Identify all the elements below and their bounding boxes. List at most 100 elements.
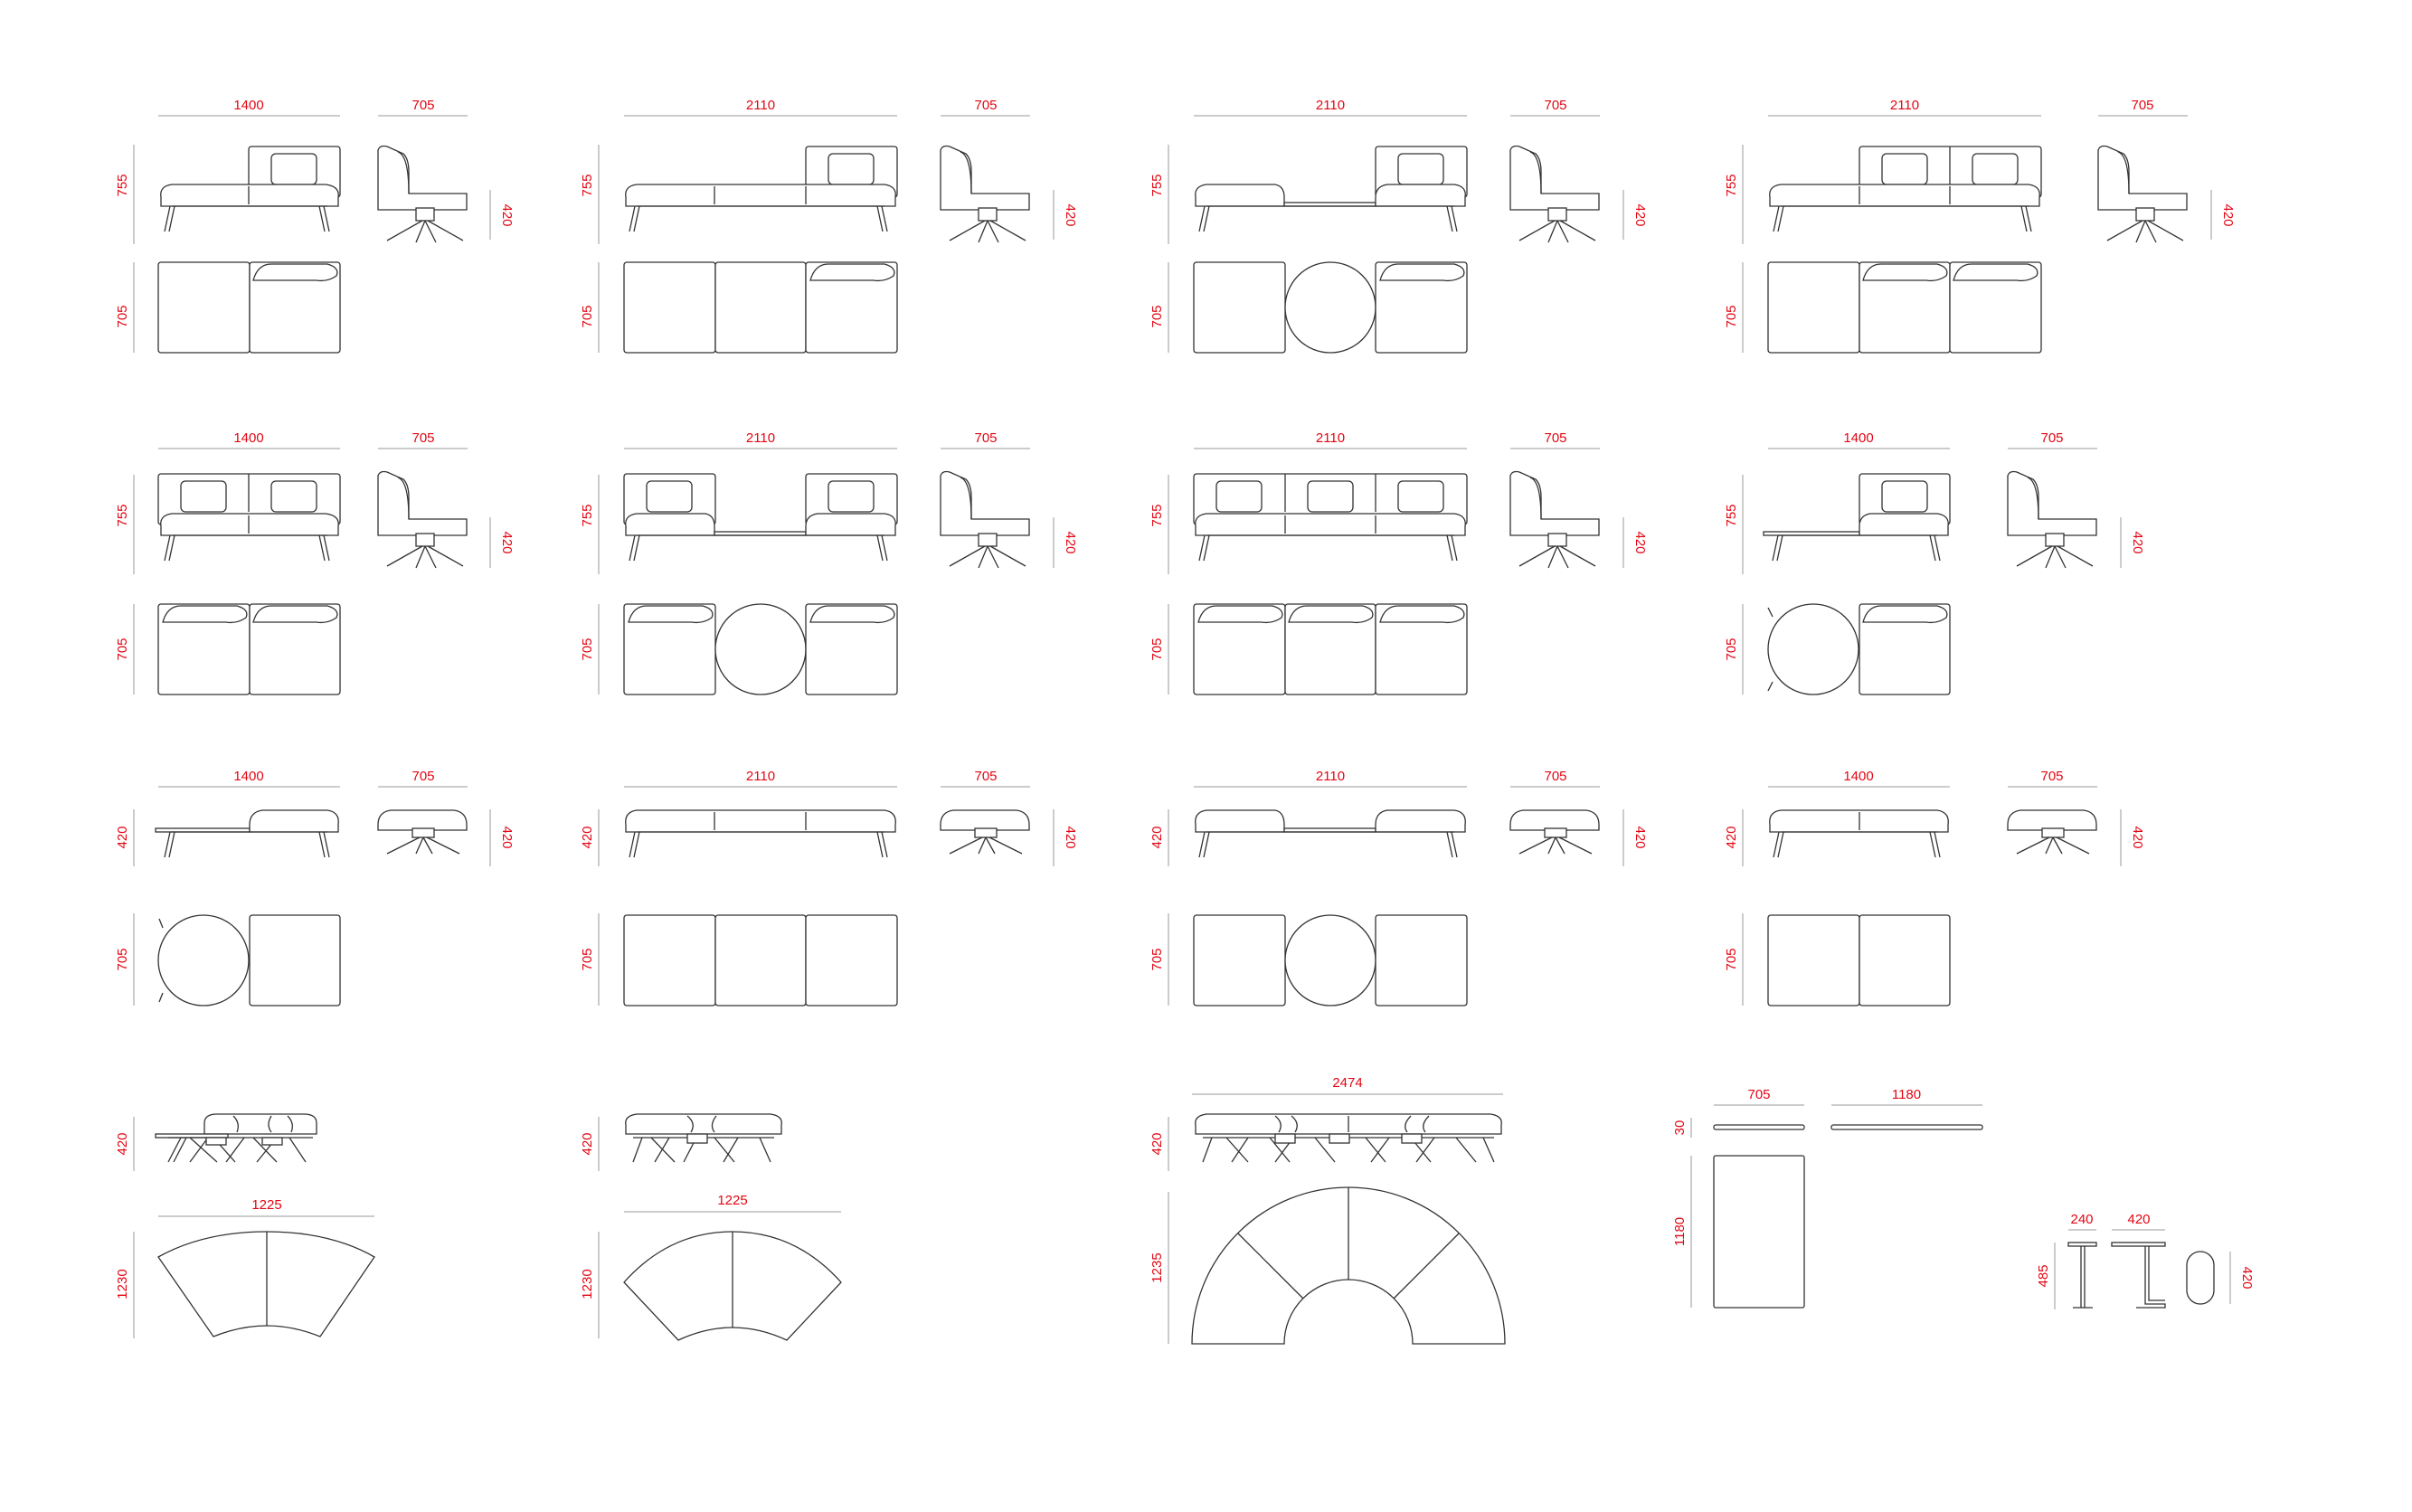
dim-depth: 705 <box>1544 430 1566 446</box>
dim-depth: 1235 <box>1149 1252 1165 1282</box>
dim-width: 2110 <box>746 769 775 784</box>
dim-height: 420 <box>115 826 130 848</box>
dim-side-table-depth: 420 <box>2239 1266 2255 1289</box>
sofa-2110-table-two-backs: 2110 755 705 <box>580 430 898 695</box>
sofa-side-view: 705 420 <box>377 430 515 569</box>
dim-seat-height: 420 <box>1632 531 1648 553</box>
bench-2110-table: 2110 420 705 <box>1149 769 1468 1006</box>
curved-bench-1: 420 1225 1230 <box>115 1113 375 1338</box>
dim-height: 755 <box>115 174 130 196</box>
dim-side-table-width: 240 <box>2070 1212 2093 1227</box>
dim-depth: 705 <box>411 769 434 784</box>
dim-height: 420 <box>580 826 595 848</box>
sofa-2110-one-back: 2110 755 705 <box>580 98 898 354</box>
dim-depth: 705 <box>2040 769 2063 784</box>
dim-height: 420 <box>1149 1132 1165 1155</box>
dim-depth: 705 <box>1544 98 1566 113</box>
dim-height: 755 <box>580 174 595 196</box>
dim-seat-height: 420 <box>1063 531 1078 553</box>
dim-height: 755 <box>115 504 130 526</box>
curved-bench-2: 420 1225 1230 <box>580 1113 842 1341</box>
dim-depth: 705 <box>1724 948 1739 970</box>
dim-depth: 705 <box>974 98 997 113</box>
sofa-side-view: 705 420 <box>2007 430 2145 569</box>
dim-depth: 705 <box>1544 769 1566 784</box>
sofa-2110-table: 2110 755 705 <box>1149 98 1468 354</box>
dim-seat-height: 420 <box>1063 203 1078 226</box>
sofa-2110-three-backs: 2110 755 705 <box>1149 430 1468 695</box>
dim-seat-height: 420 <box>1632 826 1648 848</box>
dim-width: 2110 <box>1316 769 1345 784</box>
dim-height: 755 <box>1149 174 1165 196</box>
dim-width: 2110 <box>746 430 775 446</box>
dim-width: 1400 <box>1843 430 1873 446</box>
cushion <box>270 153 317 185</box>
bench-side-view: 705 420 <box>2007 769 2145 866</box>
sofa-side-view: 705 420 <box>2097 98 2236 243</box>
dim-depth: 705 <box>1149 638 1165 660</box>
dim-height: 755 <box>1724 174 1739 196</box>
backrest-top <box>252 263 338 282</box>
sofa-side-view: 705 420 <box>377 98 515 243</box>
dim-depth: 705 <box>1724 305 1739 327</box>
sofa-1400-one-back: 1400 755 705 <box>115 98 341 354</box>
coffee-table: 705 1180 30 1180 <box>1672 1087 1983 1309</box>
sofa-side-view: 705 420 <box>1509 98 1648 243</box>
sofa-2110-two-backs: 2110 755 705 <box>1724 98 2042 354</box>
dim-depth: 705 <box>1724 638 1739 660</box>
dim-table-width: 705 <box>1747 1087 1770 1102</box>
dim-table-length: 1180 <box>1892 1087 1921 1102</box>
dim-depth: 705 <box>2040 430 2063 446</box>
dim-width: 2110 <box>1890 98 1919 113</box>
bench-1400-table: 1400 420 705 <box>115 769 341 1006</box>
dim-seat-height: 420 <box>1632 203 1648 226</box>
dim-table-thickness: 30 <box>1672 1120 1688 1136</box>
bench-1400: 1400 420 705 <box>1724 769 1951 1006</box>
sofa-side-view: 705 420 <box>1509 430 1648 569</box>
dim-width: 2474 <box>1332 1075 1362 1091</box>
dim-width: 1400 <box>233 98 263 113</box>
bench-side-view: 705 420 <box>940 769 1078 866</box>
dim-depth: 705 <box>1149 305 1165 327</box>
side-tables: 240 420 485 420 <box>2036 1212 2255 1309</box>
dim-depth: 705 <box>2131 98 2153 113</box>
sofa-side-view: 705 420 <box>940 430 1078 569</box>
bench-side-view: 705 420 <box>1509 769 1648 866</box>
dim-height: 755 <box>1724 504 1739 526</box>
dim-width: 2110 <box>1316 430 1345 446</box>
dim-height: 420 <box>580 1132 595 1155</box>
dim-height: 755 <box>580 504 595 526</box>
row-3: 1400 420 705 705 420 2110 420 705 <box>115 769 2145 1006</box>
dim-seat-height: 420 <box>1063 826 1078 848</box>
dim-width: 2110 <box>746 98 775 113</box>
dim-width: 1400 <box>233 769 263 784</box>
dim-depth: 705 <box>411 98 434 113</box>
dim-seat-height: 420 <box>499 203 515 226</box>
row-2: 1400 755 705 705 420 2110 755 705 <box>115 430 2145 695</box>
sofa-side-view: 705 420 <box>940 98 1078 243</box>
dim-height: 420 <box>115 1132 130 1155</box>
dim-depth: 705 <box>115 305 130 327</box>
dim-seat-height: 420 <box>499 826 515 848</box>
seat <box>160 184 339 207</box>
dim-depth: 705 <box>580 305 595 327</box>
dim-depth: 705 <box>974 430 997 446</box>
dim-width: 1225 <box>251 1197 281 1213</box>
chair-profile <box>377 145 468 211</box>
dim-seat-height: 420 <box>2130 826 2145 848</box>
dim-depth: 705 <box>580 638 595 660</box>
dim-width: 1225 <box>717 1193 747 1208</box>
dim-depth: 1230 <box>580 1269 595 1299</box>
sofa-1400-two-backs: 1400 755 705 <box>115 430 341 695</box>
dim-height: 420 <box>1149 826 1165 848</box>
row-4: 420 1225 1230 420 1225 1230 2474 420 <box>115 1075 2255 1345</box>
dim-side-table-height: 485 <box>2036 1264 2051 1287</box>
seat-top <box>157 261 251 354</box>
dim-width: 2110 <box>1316 98 1345 113</box>
dim-width: 1400 <box>1843 769 1873 784</box>
dim-depth: 705 <box>115 638 130 660</box>
dim-seat-height: 420 <box>2220 203 2236 226</box>
dim-depth: 705 <box>411 430 434 446</box>
dim-depth: 1230 <box>115 1269 130 1299</box>
